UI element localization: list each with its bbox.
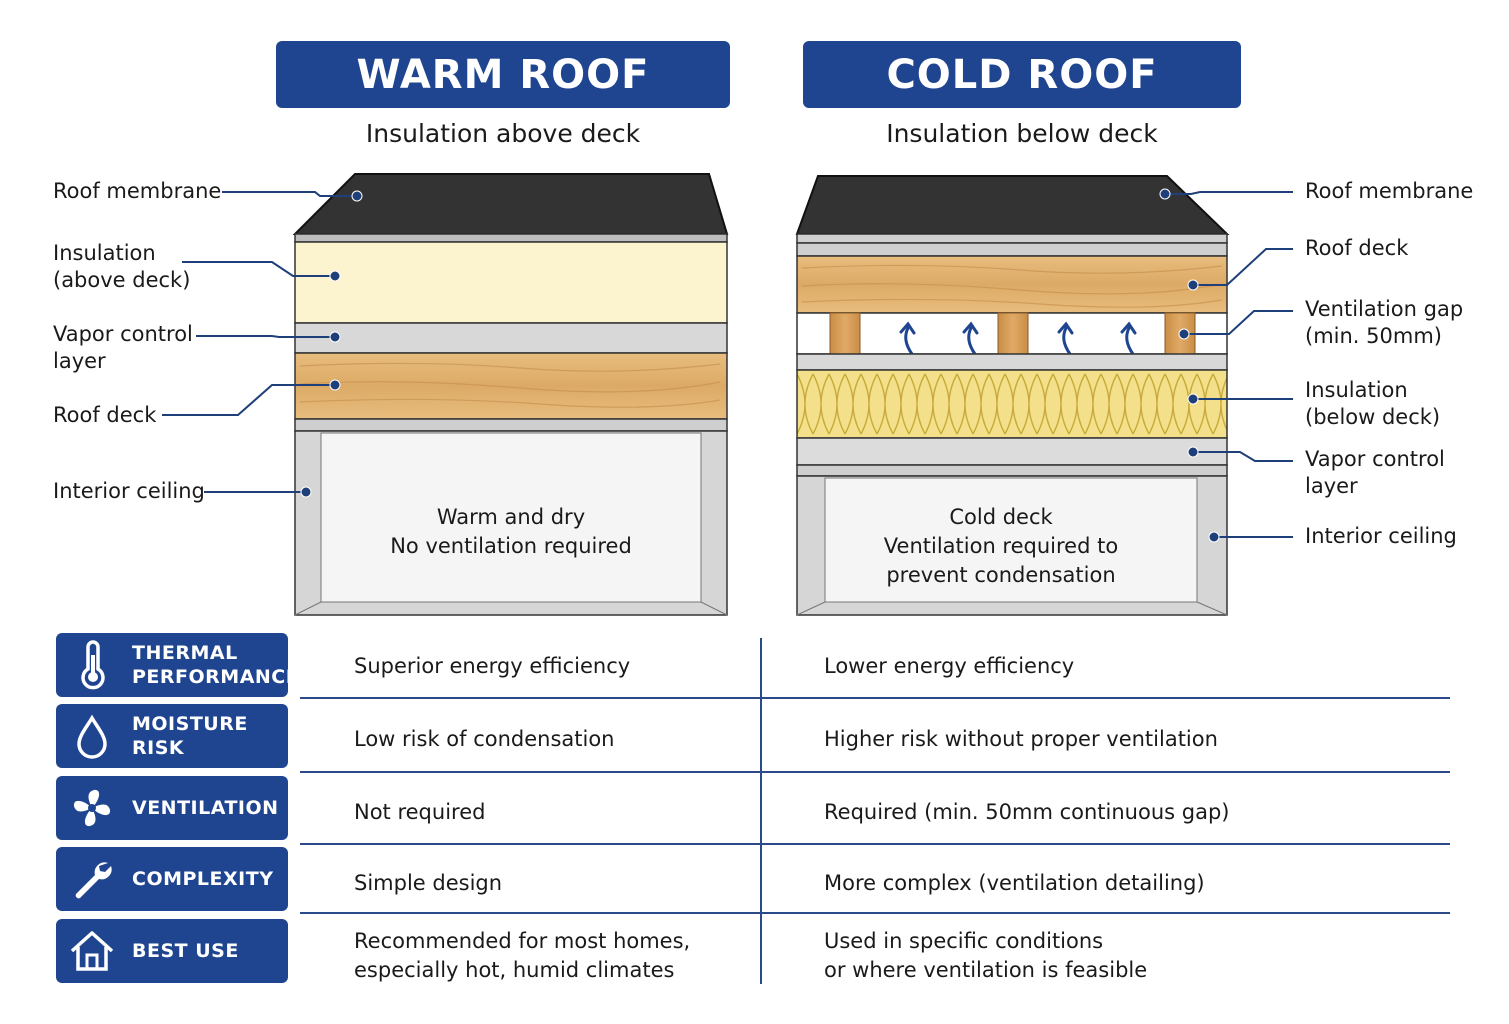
airflow-arrow-icon (967, 326, 977, 356)
leader-warm-membrane (222, 191, 357, 197)
airflow-arrow-icon (904, 326, 914, 356)
cold-complexity-value: More complex (ventilation detailing) (824, 871, 1205, 895)
cold-thermal-value: Lower energy efficiency (824, 654, 1075, 678)
warm-roof-banner: WARM ROOF (276, 41, 730, 108)
category-complexity: COMPLEXITY (56, 847, 288, 911)
label-cold-vapor: Vapor control layer (1305, 447, 1445, 498)
label-cold-ceiling: Interior ceiling (1305, 524, 1457, 548)
leader-dot (1208, 531, 1220, 543)
leader-dot (1159, 188, 1171, 200)
leader-warm-vapor (196, 335, 335, 338)
cold-roof-title: COLD ROOF (886, 51, 1158, 98)
roof-section-diagrams (292, 173, 1230, 616)
wrench-icon (75, 862, 112, 899)
airflow-arrow-head (962, 321, 979, 335)
cold-ventilation-value: Required (min. 50mm continuous gap) (824, 800, 1230, 824)
leader-dot (329, 379, 341, 391)
leader-dot (1178, 328, 1190, 340)
row-divider (300, 843, 1450, 845)
label-cold-insulation: Insulation (below deck) (1305, 378, 1441, 429)
cold-deck-wood-grain (801, 264, 1223, 308)
leader-warm-insulation (182, 261, 335, 277)
label-warm-vapor: Vapor control layer (53, 322, 193, 373)
leader-dot (300, 486, 312, 498)
leader-dot (351, 190, 363, 202)
leader-dot (329, 331, 341, 343)
leader-cold-membrane (1165, 191, 1293, 195)
cold-rafter-2 (997, 312, 1029, 355)
label-cold-gap: Ventilation gap (min. 50mm) (1305, 297, 1464, 348)
category-ventilation: VENTILATION (56, 776, 288, 840)
row-divider (300, 912, 1450, 914)
fan-icon (73, 789, 111, 827)
warm-interior-text: Warm and dry No ventilation required (390, 505, 632, 558)
cold-interior-text: Cold deck Ventilation required to preven… (883, 505, 1119, 587)
airflow-arrow-head (899, 321, 916, 335)
label-warm-insulation: Insulation (above deck) (53, 241, 191, 292)
row-divider (300, 771, 1450, 773)
cold-frame-bevel-left (796, 601, 826, 616)
cold-interior-space (824, 477, 1198, 603)
warm-roof-subtitle: Insulation above deck (365, 119, 641, 148)
water-drop-icon (77, 714, 107, 759)
warm-best-use-value: Recommended for most homes, especially h… (354, 929, 691, 982)
leader-dot (1187, 393, 1199, 405)
label-warm-membrane: Roof membrane (53, 179, 222, 203)
warm-frame-bevel-right (700, 601, 728, 616)
airflow-arrows (899, 321, 1137, 356)
warm-complexity-value: Simple design (354, 871, 503, 895)
warm-insulation-layer (294, 241, 728, 324)
cold-roof-diagram (795, 175, 1230, 616)
leader-warm-deck (162, 384, 335, 416)
leader-dot (1187, 279, 1199, 291)
category-label: MOISTURE RISK (132, 713, 248, 759)
warm-frame-bevel-left (294, 601, 322, 616)
airflow-arrow-head (1057, 321, 1074, 335)
warm-vapor-control-layer (294, 322, 728, 354)
airflow-arrow-icon (1125, 326, 1135, 356)
airflow-arrow-icon (1062, 326, 1072, 356)
leader-lines (162, 188, 1293, 543)
category-label: BEST USE (132, 940, 239, 962)
label-cold-membrane: Roof membrane (1305, 179, 1474, 203)
label-warm-deck: Roof deck (53, 403, 157, 427)
house-icon (70, 931, 114, 971)
cold-roof-banner: COLD ROOF (803, 41, 1241, 108)
leader-cold-deck (1193, 248, 1293, 286)
cold-frame-bevel-right (1196, 601, 1228, 616)
warm-deck-wood-grain (299, 362, 721, 408)
warm-interior-space (320, 432, 702, 603)
cold-rafter-1 (829, 312, 861, 355)
cold-best-use-value: Used in specific conditions or where ven… (824, 929, 1148, 982)
label-cold-deck: Roof deck (1305, 236, 1409, 260)
warm-roof-diagram (292, 173, 729, 616)
category-label: VENTILATION (132, 797, 279, 819)
warm-moisture-value: Low risk of condensation (354, 727, 615, 751)
warm-ventilation-value: Not required (354, 800, 486, 824)
table-column-divider (760, 638, 762, 984)
category-label: THERMAL PERFORMANCE (132, 642, 300, 688)
airflow-arrow-head (1120, 321, 1137, 335)
label-warm-ceiling: Interior ceiling (53, 479, 205, 503)
category-moisture-risk: MOISTURE RISK (56, 704, 288, 768)
row-divider (300, 697, 1450, 699)
cold-roof-subtitle: Insulation below deck (886, 119, 1158, 148)
thermometer-icon (81, 640, 105, 690)
warm-roof-title: WARM ROOF (356, 51, 650, 98)
category-label: COMPLEXITY (132, 868, 274, 890)
warm-thermal-value: Superior energy efficiency (354, 654, 631, 678)
leader-cold-vapor (1193, 451, 1293, 462)
cold-insulation-layer (796, 369, 1228, 439)
leader-dot (1187, 446, 1199, 458)
category-thermal-performance: THERMAL PERFORMANCE (56, 633, 299, 697)
leader-cold-gap (1184, 310, 1293, 335)
cold-moisture-value: Higher risk without proper ventilation (824, 727, 1218, 751)
category-best-use: BEST USE (56, 919, 288, 983)
leader-dot (329, 270, 341, 282)
